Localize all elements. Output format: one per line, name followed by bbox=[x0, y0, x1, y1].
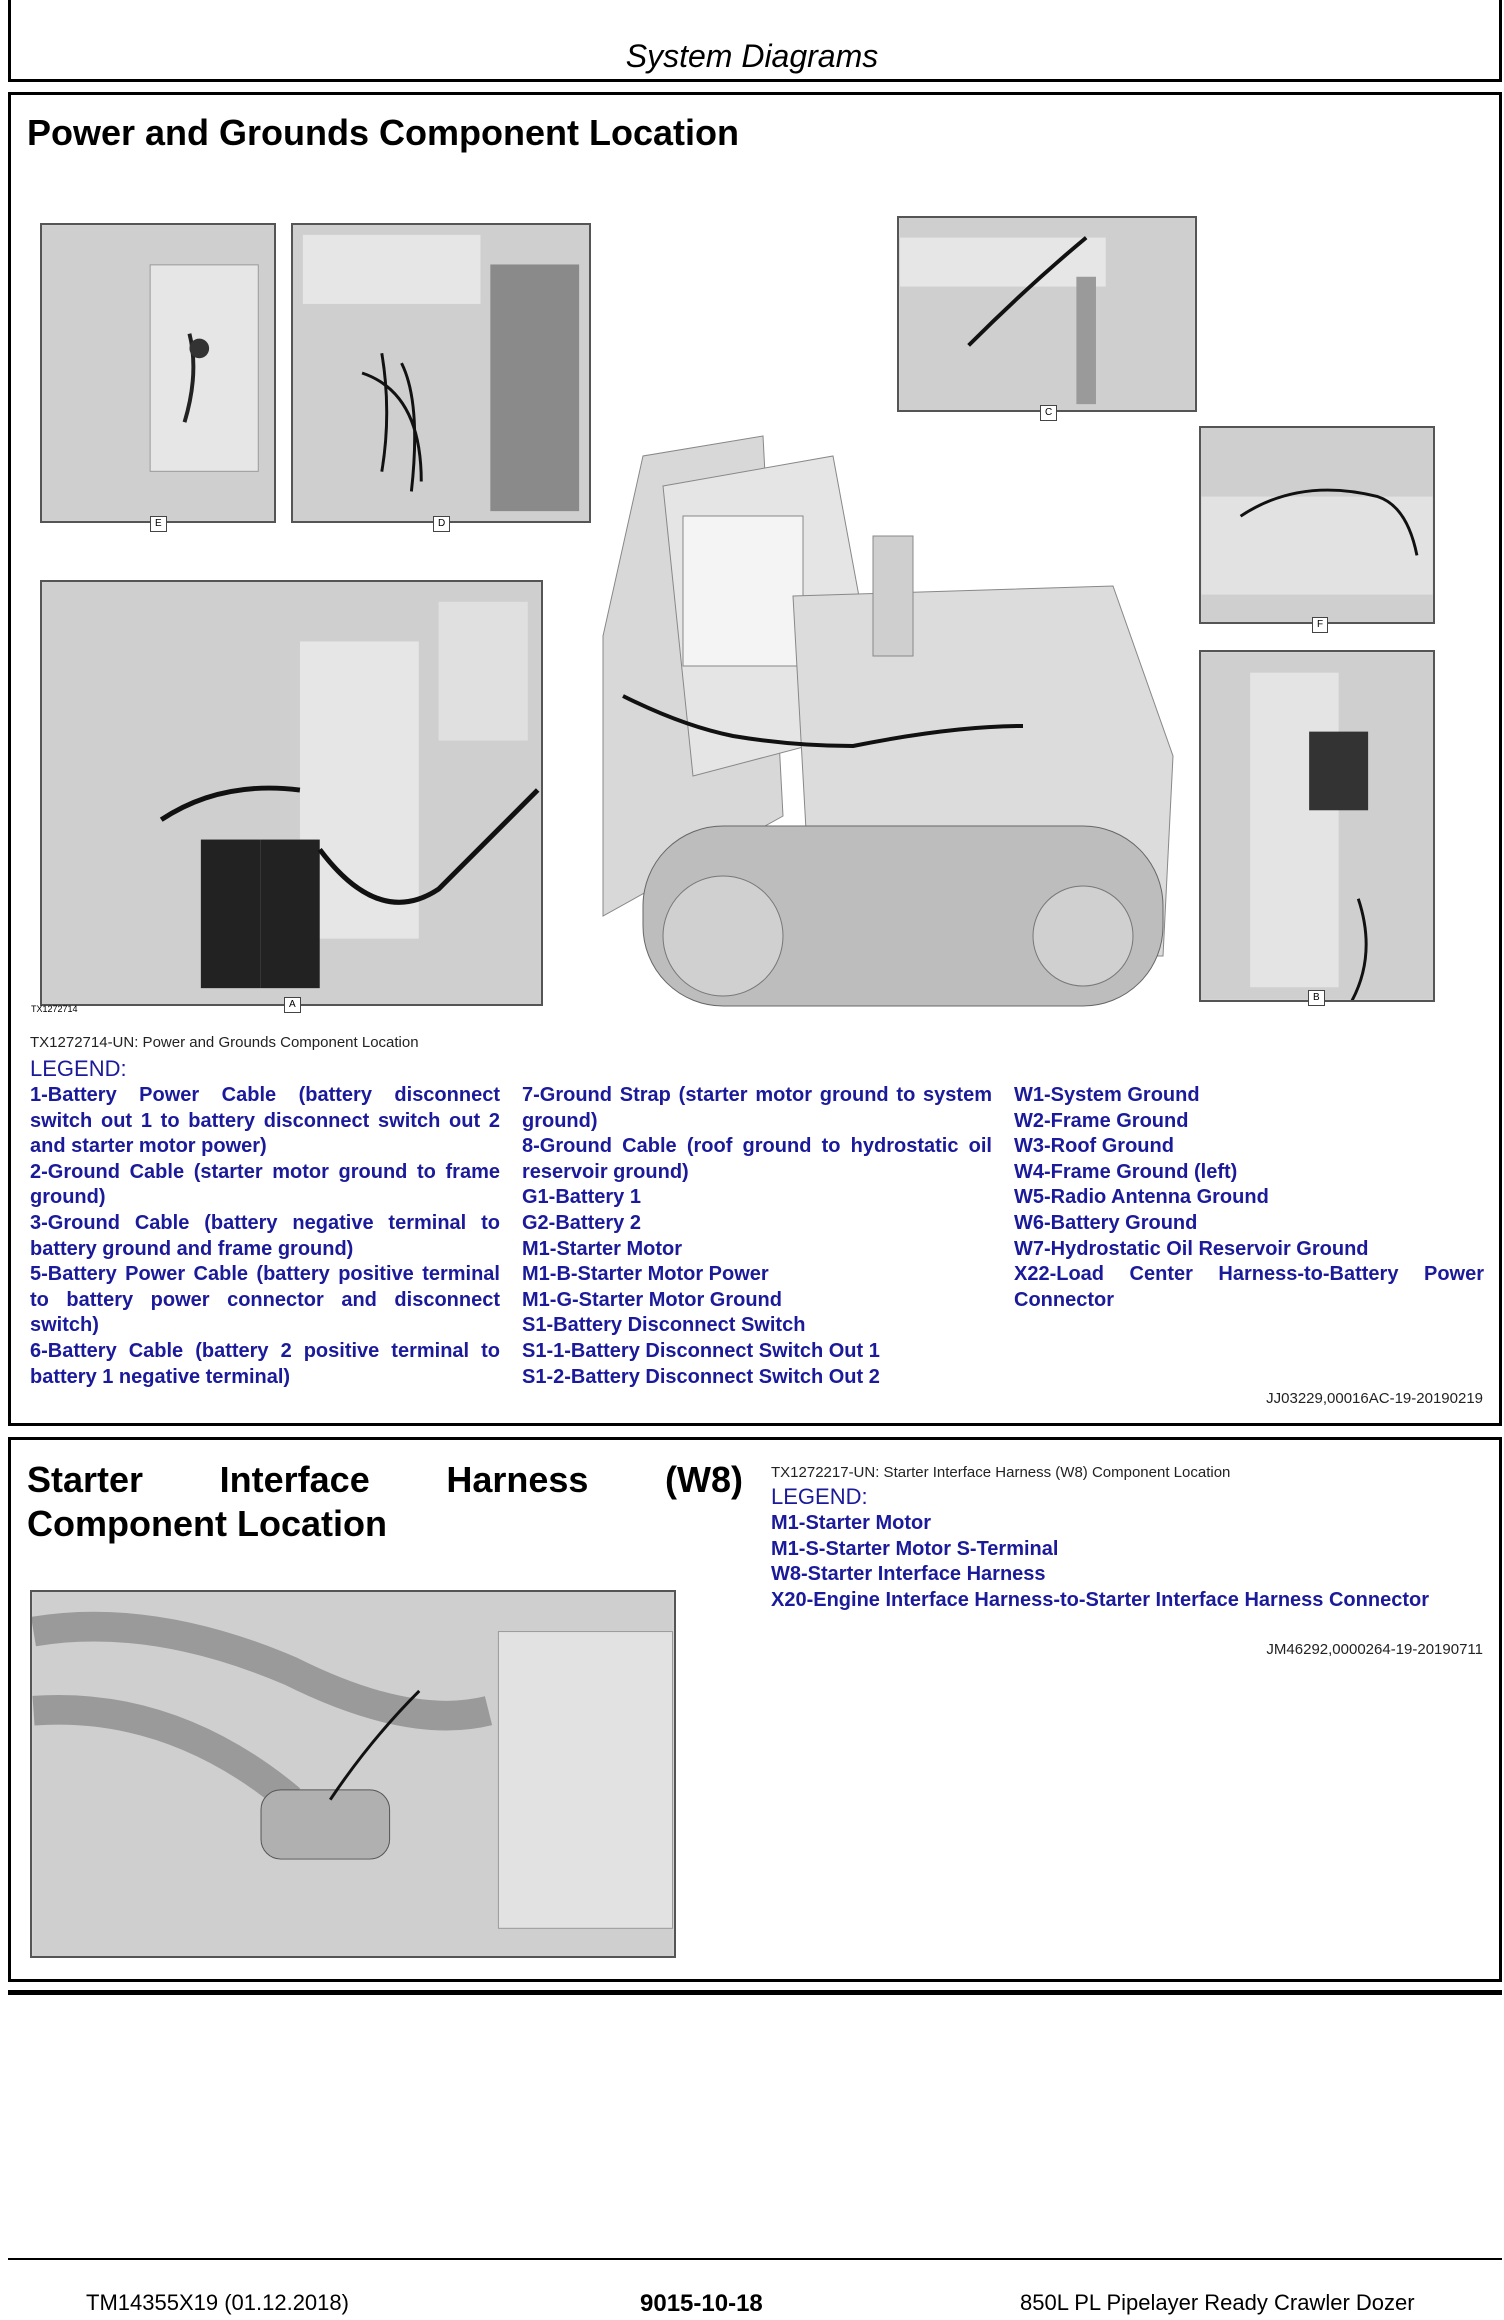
legend-item: X22-Load Center Harness-to-Battery Power… bbox=[1014, 1263, 1484, 1311]
photo-d-roof-ground bbox=[291, 223, 591, 523]
legend-item: S1-Battery Disconnect Switch bbox=[522, 1314, 806, 1337]
photo-c-frame-ground-left bbox=[897, 216, 1197, 412]
legend-item: W5-Radio Antenna Ground bbox=[1014, 1186, 1269, 1209]
legend-item: W8-Starter Interface Harness bbox=[771, 1563, 1046, 1586]
photo-e-battery-disconnect bbox=[40, 223, 276, 523]
legend-item: 1-Battery Power Cable (battery disconnec… bbox=[30, 1084, 500, 1158]
legend-item: W4-Frame Ground (left) bbox=[1014, 1160, 1238, 1183]
legend-item: 6-Battery Cable (battery 2 positive term… bbox=[30, 1339, 500, 1388]
legend-item: W2-Frame Ground bbox=[1014, 1109, 1189, 1132]
section-title: Power and Grounds Component Location bbox=[27, 112, 740, 153]
reference-code: JJ03229,00016AC-19-20190219 bbox=[1266, 1390, 1483, 1407]
legend-item: M1-S-Starter Motor S-Terminal bbox=[771, 1537, 1059, 1560]
legend-column: M1-Starter Motor M1-S-Starter Motor S-Te… bbox=[771, 1511, 1483, 1613]
footer-page-number: 9015-10-18 bbox=[640, 2290, 763, 2317]
legend-item: W3-Roof Ground bbox=[1014, 1135, 1174, 1158]
machine-overview-illustration bbox=[583, 396, 1203, 1018]
legend-item: 5-Battery Power Cable (battery positive … bbox=[30, 1263, 500, 1337]
photo-tab-c: C bbox=[1040, 405, 1058, 421]
reference-code: JM46292,0000264-19-20190711 bbox=[1266, 1641, 1483, 1658]
figure-caption: TX1272217-UN: Starter Interface Harness … bbox=[771, 1464, 1231, 1481]
footer-machine-name: 850L PL Pipelayer Ready Crawler Dozer bbox=[1020, 2290, 1415, 2315]
legend-item: 7-Ground Strap (starter motor ground to … bbox=[522, 1084, 992, 1132]
photo-tab-f: F bbox=[1312, 617, 1329, 633]
legend-heading: LEGEND: bbox=[30, 1056, 127, 1081]
figure-caption: TX1272714-UN: Power and Grounds Componen… bbox=[30, 1034, 419, 1051]
legend-column-3: W1-System Ground W2-Frame Ground W3-Roof… bbox=[1014, 1083, 1484, 1313]
section-title: Starter Interface Harness (W8) Component… bbox=[27, 1459, 743, 1544]
legend-item: X20-Engine Interface Harness-to-Starter … bbox=[771, 1588, 1429, 1611]
legend-item: 8-Ground Cable (roof ground to hydrostat… bbox=[522, 1135, 992, 1183]
legend-item: W7-Hydrostatic Oil Reservoir Ground bbox=[1014, 1237, 1369, 1260]
legend-column-2: 7-Ground Strap (starter motor ground to … bbox=[522, 1083, 992, 1390]
section-divider bbox=[8, 1990, 1502, 1995]
section-starter-interface bbox=[8, 1437, 1502, 1982]
legend-heading: LEGEND: bbox=[771, 1484, 868, 1509]
photo-b-starter-motor bbox=[1199, 650, 1435, 1002]
section-power-grounds bbox=[8, 92, 1502, 1426]
legend-item: S1-1-Battery Disconnect Switch Out 1 bbox=[522, 1339, 880, 1362]
photo-tab-e: E bbox=[150, 516, 167, 532]
photo-tab-a: A bbox=[284, 997, 301, 1013]
legend-item: M1-Starter Motor bbox=[522, 1237, 683, 1260]
page-header-title: System Diagrams bbox=[625, 38, 879, 74]
figure-id: TX1272714 bbox=[31, 1004, 78, 1014]
legend-item: 3-Ground Cable (battery negative termina… bbox=[30, 1211, 500, 1260]
photo-tab-d: D bbox=[433, 516, 451, 532]
photo-a-batteries bbox=[40, 580, 543, 1006]
footer-rule bbox=[8, 2258, 1502, 2260]
legend-item: M1-G-Starter Motor Ground bbox=[522, 1288, 782, 1311]
legend-item: G1-Battery 1 bbox=[522, 1186, 641, 1209]
legend-item: G2-Battery 2 bbox=[522, 1211, 641, 1234]
legend-item: M1-B-Starter Motor Power bbox=[522, 1263, 769, 1286]
photo-tab-b: B bbox=[1308, 990, 1325, 1006]
legend-item: W6-Battery Ground bbox=[1014, 1211, 1198, 1234]
legend-item: W1-System Ground bbox=[1014, 1084, 1200, 1106]
legend-item: S1-2-Battery Disconnect Switch Out 2 bbox=[522, 1365, 880, 1388]
legend-column-1: 1-Battery Power Cable (battery disconnec… bbox=[30, 1083, 500, 1390]
page-header-frame bbox=[8, 0, 1502, 82]
photo-f-radio-antenna-ground bbox=[1199, 426, 1435, 624]
legend-item: M1-Starter Motor bbox=[771, 1512, 932, 1534]
legend-item: 2-Ground Cable (starter motor ground to … bbox=[30, 1160, 500, 1209]
photo-starter-interface-harness bbox=[30, 1590, 676, 1958]
footer-manual-id: TM14355X19 (01.12.2018) bbox=[86, 2290, 349, 2315]
